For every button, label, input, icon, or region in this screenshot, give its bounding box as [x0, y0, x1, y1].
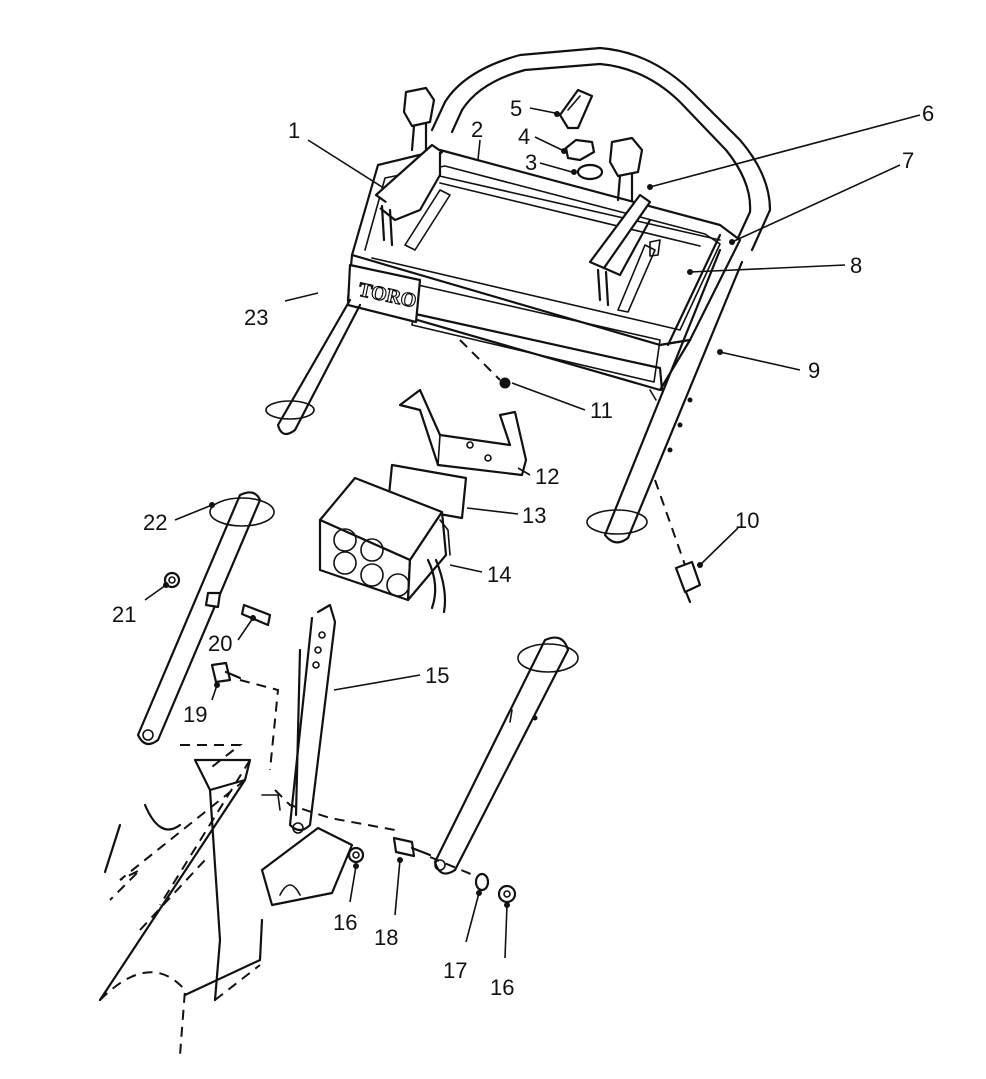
callout-4: 4	[518, 124, 530, 149]
callout-16-right: 16	[490, 975, 514, 1000]
callout-16-left: 16	[333, 910, 357, 935]
callout-12: 12	[535, 464, 559, 489]
center-support-arm	[288, 603, 337, 834]
lower-handle-tubes	[265, 248, 744, 544]
callout-7: 7	[902, 148, 914, 173]
callout-8: 8	[850, 253, 862, 278]
callout-2: 2	[471, 117, 483, 142]
callout-19: 19	[183, 702, 207, 727]
mower-deck	[98, 744, 396, 1056]
callout-15: 15	[425, 663, 449, 688]
callout-1: 1	[288, 118, 300, 143]
left-support-arm	[136, 491, 275, 746]
key-washer-nut	[558, 88, 604, 181]
callout-labels: 1 2 3 4 5 6 7 8 9 10 11 12 13 14 15 16 1…	[112, 96, 934, 1000]
callout-17: 17	[443, 958, 467, 983]
battery-bracket	[398, 388, 528, 477]
callout-10: 10	[735, 508, 759, 533]
callout-11: 11	[590, 398, 613, 423]
upper-handle-loop	[430, 46, 772, 252]
panel-screw	[459, 339, 511, 389]
callout-18: 18	[374, 925, 398, 950]
callout-9: 9	[808, 358, 820, 383]
leader-lines	[144, 107, 921, 959]
callout-14: 14	[487, 562, 511, 587]
right-control-lever	[588, 136, 652, 307]
right-support-arm	[433, 636, 579, 875]
callout-3: 3	[525, 150, 537, 175]
callout-5: 5	[510, 96, 522, 121]
callout-23: 23	[244, 305, 268, 330]
callout-6: 6	[922, 101, 934, 126]
battery-pack	[318, 476, 451, 614]
callout-20: 20	[208, 631, 232, 656]
control-panel: TORO	[346, 148, 742, 392]
callout-22: 22	[143, 510, 167, 535]
callout-13: 13	[522, 503, 546, 528]
fasteners-bottom	[347, 836, 517, 904]
small-fasteners-left	[163, 571, 280, 771]
left-control-lever	[374, 86, 444, 247]
callout-21: 21	[112, 602, 136, 627]
connector-plug	[654, 479, 702, 604]
